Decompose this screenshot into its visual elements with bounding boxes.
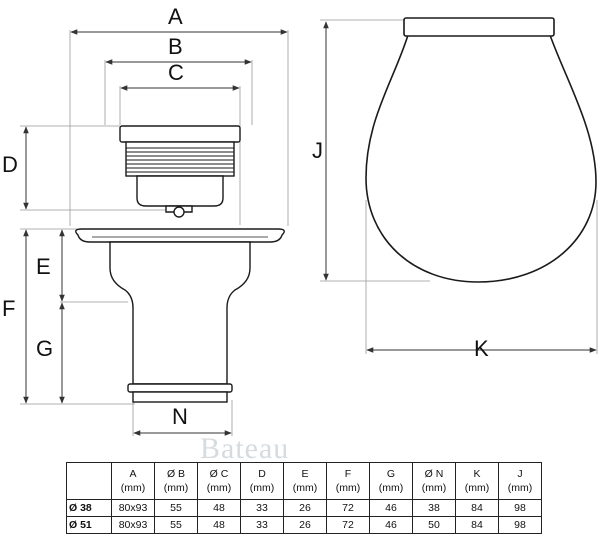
table-cell: 33 <box>240 516 284 534</box>
table-cell: 26 <box>283 499 327 517</box>
table-cell: 98 <box>498 516 542 534</box>
table-row: Ø 51 80x93 55 48 33 26 72 46 50 84 98 <box>66 516 542 534</box>
table-cell: 80x93 <box>111 516 155 534</box>
table-cell: 72 <box>326 516 370 534</box>
label-e: E <box>36 254 51 279</box>
table-cell: 38 <box>412 499 456 517</box>
table-cell: 33 <box>240 499 284 517</box>
table-cell: 84 <box>455 499 499 517</box>
table-cell: 48 <box>197 516 241 534</box>
table-cell: 80x93 <box>111 499 155 517</box>
table-cell: 72 <box>326 499 370 517</box>
label-j: J <box>312 138 323 163</box>
table-cell: 46 <box>369 499 413 517</box>
table-header-cell <box>66 462 112 500</box>
label-g: G <box>36 336 53 361</box>
table-header-cell: A(mm) <box>111 462 155 500</box>
table-header-cell: J(mm) <box>498 462 542 500</box>
table-header-cell: Ø C(mm) <box>197 462 241 500</box>
label-d: D <box>2 152 18 177</box>
table-header-cell: Ø B(mm) <box>154 462 198 500</box>
watermark-logo: Bateau <box>200 432 290 465</box>
table-cell: 84 <box>455 516 499 534</box>
side-view <box>365 17 597 283</box>
table-cell: 55 <box>154 499 198 517</box>
table-cell: 48 <box>197 499 241 517</box>
dimension-arrows <box>23 21 597 436</box>
table-cell: 46 <box>369 516 413 534</box>
label-b: B <box>168 34 183 59</box>
table-header-cell: G(mm) <box>369 462 413 500</box>
table-cell: 26 <box>283 516 327 534</box>
label-k: K <box>474 336 489 361</box>
table-cell: 55 <box>154 516 198 534</box>
dimension-labels: A B C D E F G N J K <box>2 4 489 429</box>
table-header-cell: E(mm) <box>283 462 327 500</box>
table-cell: 50 <box>412 516 456 534</box>
label-a: A <box>168 4 183 29</box>
table-cell: Ø 38 <box>66 499 112 517</box>
table-header-cell: K(mm) <box>455 462 499 500</box>
table-header-cell: F(mm) <box>326 462 370 500</box>
deck-fill-body <box>75 228 285 403</box>
table-header-row: A(mm) Ø B(mm) Ø C(mm) D(mm) E(mm) F(mm) … <box>66 462 542 500</box>
table-cell: Ø 51 <box>66 516 112 534</box>
extension-lines <box>20 19 598 436</box>
label-c: C <box>168 60 184 85</box>
label-f: F <box>2 296 15 321</box>
dimensions-table: A(mm) Ø B(mm) Ø C(mm) D(mm) E(mm) F(mm) … <box>66 462 542 534</box>
table-cell: 98 <box>498 499 542 517</box>
table-header-cell: D(mm) <box>240 462 284 500</box>
table-header-cell: Ø N(mm) <box>412 462 456 500</box>
table-row: Ø 38 80x93 55 48 33 26 72 46 38 84 98 <box>66 499 542 517</box>
label-n: N <box>172 404 188 429</box>
technical-drawing: A B C D E F G N J K <box>2 4 598 436</box>
deck-fill-cap <box>119 125 241 218</box>
